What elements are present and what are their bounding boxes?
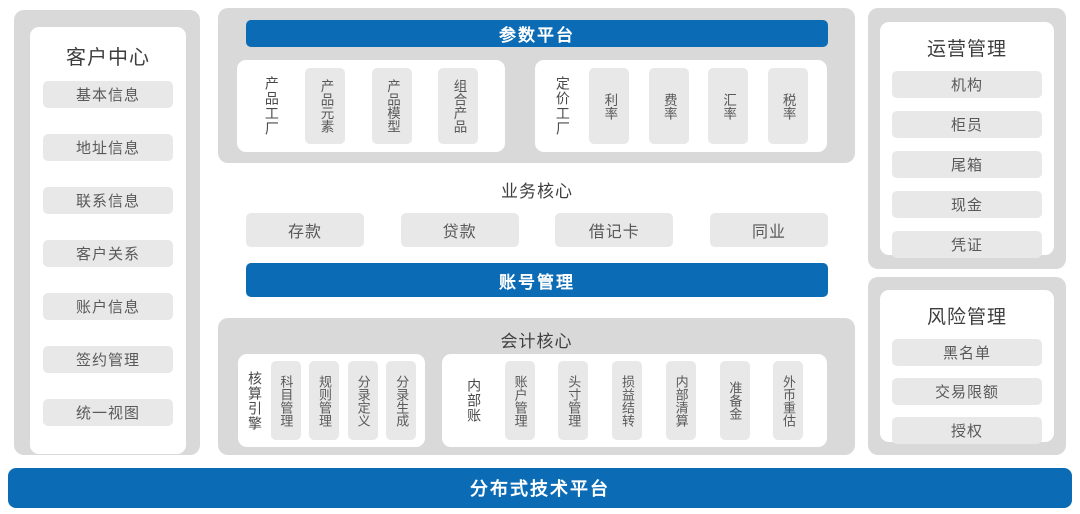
ops-item-institution[interactable]: 机构 xyxy=(892,71,1042,98)
risk-management-title: 风险管理 xyxy=(926,307,1007,328)
ledger-item-account-mgmt[interactable]: 账户管理 xyxy=(504,361,535,440)
pricing-item-tax-rate[interactable]: 税率 xyxy=(767,68,808,144)
customer-item-contract-mgmt[interactable]: 签约管理 xyxy=(43,346,173,373)
internal-ledger-label: 内部账 xyxy=(466,378,483,423)
customer-item-account-info[interactable]: 账户信息 xyxy=(43,293,173,320)
risk-list: 黑名单 交易限额 授权 xyxy=(880,339,1054,444)
ops-item-teller[interactable]: 柜员 xyxy=(892,111,1042,138)
business-core-row: 存款 贷款 借记卡 同业 xyxy=(246,213,828,247)
account-management-bar: 账号管理 xyxy=(246,263,828,297)
business-item-debit-card[interactable]: 借记卡 xyxy=(555,213,674,247)
parameter-platform-header: 参数平台 xyxy=(246,20,828,47)
ledger-item-internal-clearing[interactable]: 内部清算 xyxy=(665,361,696,440)
ledger-item-fx-revaluation[interactable]: 外币重估 xyxy=(773,361,804,440)
operations-list: 机构 柜员 尾箱 现金 凭证 xyxy=(880,71,1054,258)
product-item-elements[interactable]: 产品元素 xyxy=(305,68,346,144)
pricing-item-exchange-rate[interactable]: 汇率 xyxy=(708,68,749,144)
customer-center-title: 客户中心 xyxy=(66,47,150,69)
business-core-title: 业务核心 xyxy=(501,182,573,201)
distributed-tech-platform-bar: 分布式技术平台 xyxy=(8,468,1072,508)
risk-item-transaction-limit[interactable]: 交易限额 xyxy=(892,378,1042,405)
customer-center-list: 基本信息 地址信息 联系信息 客户关系 账户信息 签约管理 统一视图 xyxy=(30,81,186,426)
customer-item-address-info[interactable]: 地址信息 xyxy=(43,134,173,161)
accounting-core-title: 会计核心 xyxy=(500,332,573,351)
risk-management-panel: 风险管理 黑名单 交易限额 授权 xyxy=(868,277,1066,455)
customer-item-unified-view[interactable]: 统一视图 xyxy=(43,399,173,426)
pricing-factory-card: 定价工厂 利率 费率 汇率 税率 xyxy=(535,60,827,152)
product-item-models[interactable]: 产品模型 xyxy=(371,68,412,144)
customer-item-basic-info[interactable]: 基本信息 xyxy=(43,81,173,108)
customer-center-card: 客户中心 基本信息 地址信息 联系信息 客户关系 账户信息 签约管理 统一视图 xyxy=(30,27,186,454)
internal-ledger-card: 内部账 账户管理 头寸管理 损益结转 内部清算 准备金 外币重估 xyxy=(442,354,827,447)
operations-management-card: 运营管理 机构 柜员 尾箱 现金 凭证 xyxy=(880,22,1054,258)
acct-item-entry-definition[interactable]: 分录定义 xyxy=(347,361,378,440)
risk-item-blacklist[interactable]: 黑名单 xyxy=(892,339,1042,366)
customer-center-panel: 客户中心 基本信息 地址信息 联系信息 客户关系 账户信息 签约管理 统一视图 xyxy=(14,10,200,455)
ops-item-voucher[interactable]: 凭证 xyxy=(892,231,1042,258)
pricing-factory-label: 定价工厂 xyxy=(554,76,571,136)
ledger-item-reserve[interactable]: 准备金 xyxy=(719,361,750,440)
risk-management-card: 风险管理 黑名单 交易限额 授权 xyxy=(880,290,1054,444)
customer-item-relationship[interactable]: 客户关系 xyxy=(43,240,173,267)
risk-item-authorization[interactable]: 授权 xyxy=(892,417,1042,444)
product-factory-label: 产品工厂 xyxy=(263,76,280,136)
parameter-platform-panel: 参数平台 产品工厂 产品元素 产品模型 组合产品 定价工厂 利率 费率 汇率 税… xyxy=(218,8,855,163)
accounting-engine-label: 核算引擎 xyxy=(246,370,263,431)
ledger-item-position-mgmt[interactable]: 头寸管理 xyxy=(558,361,589,440)
acct-item-rule-mgmt[interactable]: 规则管理 xyxy=(309,361,340,440)
accounting-engine-card: 核算引擎 科目管理 规则管理 分录定义 分录生成 xyxy=(238,354,425,447)
ledger-item-pnl-carryover[interactable]: 损益结转 xyxy=(612,361,643,440)
acct-item-entry-generation[interactable]: 分录生成 xyxy=(386,361,417,440)
product-factory-card: 产品工厂 产品元素 产品模型 组合产品 xyxy=(237,60,505,152)
accounting-core-panel: 会计核心 核算引擎 科目管理 规则管理 分录定义 分录生成 内部账 账户管理 头… xyxy=(218,318,855,455)
business-item-loan[interactable]: 贷款 xyxy=(400,213,519,247)
customer-item-contact-info[interactable]: 联系信息 xyxy=(43,187,173,214)
pricing-item-fee-rate[interactable]: 费率 xyxy=(648,68,689,144)
business-item-interbank[interactable]: 同业 xyxy=(709,213,828,247)
pricing-item-interest-rate[interactable]: 利率 xyxy=(589,68,630,144)
operations-management-panel: 运营管理 机构 柜员 尾箱 现金 凭证 xyxy=(868,8,1066,269)
ops-item-cash-box[interactable]: 尾箱 xyxy=(892,151,1042,178)
operations-management-title: 运营管理 xyxy=(926,39,1007,60)
product-item-bundles[interactable]: 组合产品 xyxy=(438,68,479,144)
ops-item-cash[interactable]: 现金 xyxy=(892,191,1042,218)
acct-item-subject-mgmt[interactable]: 科目管理 xyxy=(270,361,301,440)
business-item-deposit[interactable]: 存款 xyxy=(246,213,364,247)
